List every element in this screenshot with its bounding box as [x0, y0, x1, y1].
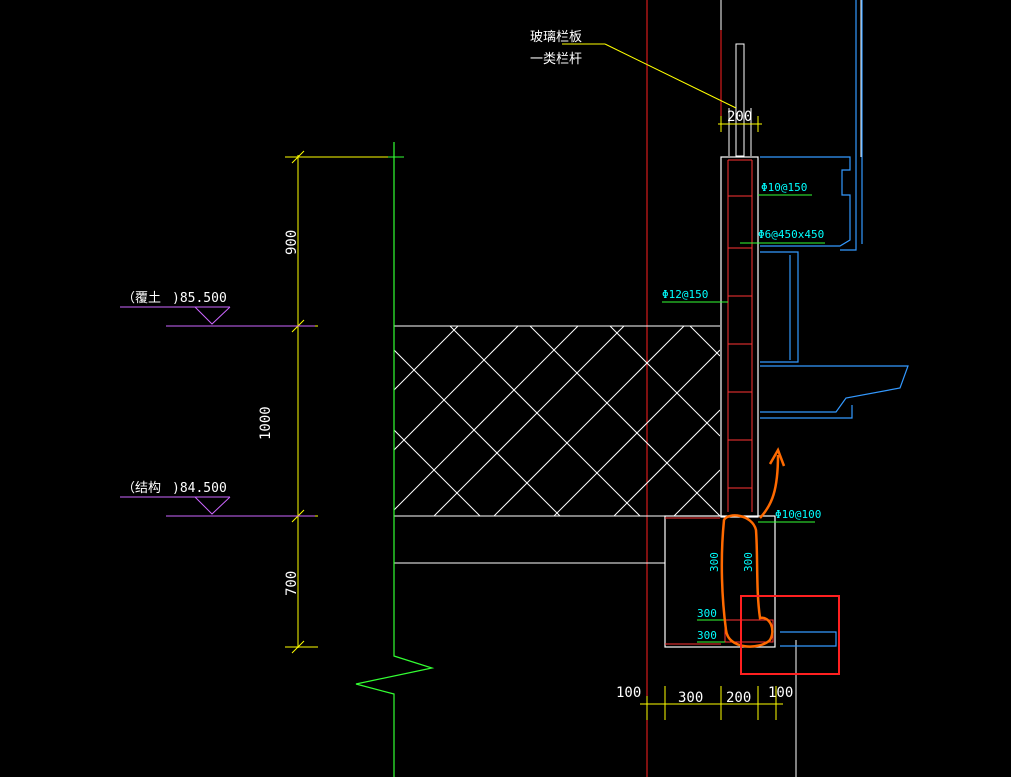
window-frame — [760, 0, 909, 647]
note-line-1: 玻璃栏板 — [530, 30, 582, 45]
highlight-box — [740, 595, 840, 675]
railing-post — [735, 43, 745, 157]
level-marks — [120, 306, 315, 517]
beam-rebar-cage — [724, 619, 774, 643]
beam-dim-v1: 300 — [708, 552, 721, 572]
markup-arrow-icon — [768, 447, 786, 467]
note-line-2: 一类栏杆 — [530, 52, 582, 67]
dimension-lines — [285, 43, 783, 720]
rebar-label-1: Φ10@150 — [761, 181, 807, 194]
level-tag-2: （结构 — [122, 481, 161, 496]
markup-stroke — [759, 454, 780, 519]
rebar-label-2: Φ6@450x450 — [758, 228, 824, 241]
top-dim-label: 200 — [727, 109, 752, 125]
markup-outline — [720, 514, 774, 648]
backfill-hatch — [394, 326, 720, 516]
rebar-label-4: Φ10@100 — [775, 508, 821, 521]
dim-1000: 1000 — [258, 406, 274, 440]
break-line-icon — [355, 142, 435, 777]
rebar-leaders — [662, 194, 825, 643]
level-value-1: )85.500 — [172, 291, 227, 306]
edge-beam — [664, 515, 776, 648]
bottom-dim-2: 300 — [678, 690, 703, 706]
bottom-dim-4: 100 — [768, 685, 793, 701]
beam-dim-v2: 300 — [742, 552, 755, 572]
bottom-dim-1: 100 — [616, 685, 641, 701]
beam-dim-h2: 300 — [697, 629, 717, 642]
level-tag-1: （覆土 — [122, 291, 161, 306]
dim-700: 700 — [284, 571, 300, 596]
dim-900: 900 — [284, 230, 300, 255]
rebar-label-3: Φ12@150 — [662, 288, 708, 301]
parapet-rebar — [727, 159, 753, 512]
bottom-dim-3: 200 — [726, 690, 751, 706]
beam-dim-h1: 300 — [697, 607, 717, 620]
level-value-2: )84.500 — [172, 481, 227, 496]
